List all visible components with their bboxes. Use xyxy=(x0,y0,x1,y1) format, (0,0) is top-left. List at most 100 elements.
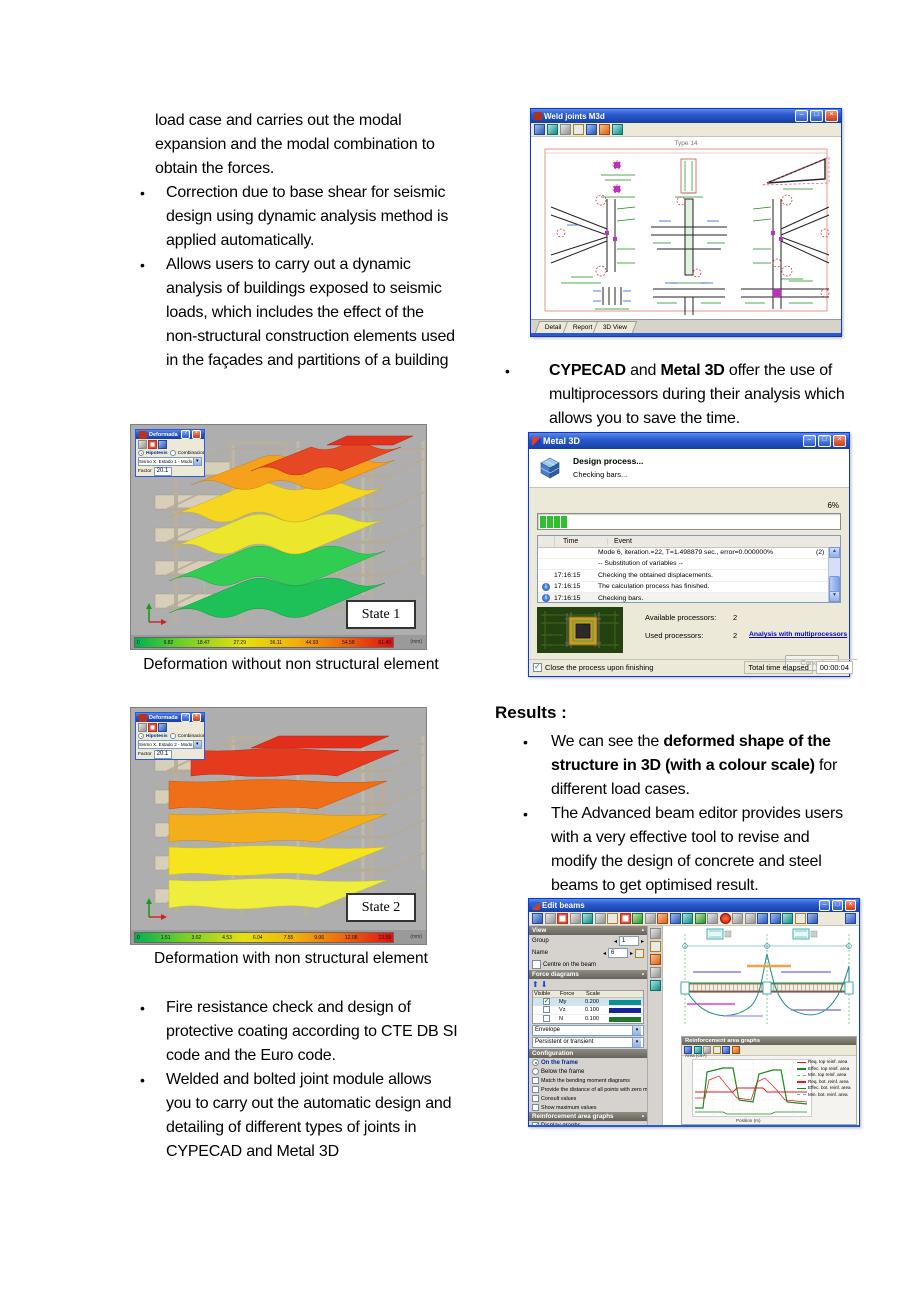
hipotesis-radio[interactable] xyxy=(138,450,144,456)
grid-icon[interactable] xyxy=(649,980,661,991)
factor-input[interactable]: 20.1 xyxy=(153,750,172,759)
column-header-event[interactable]: Event xyxy=(614,538,632,545)
cad-canvas[interactable]: Type 14 xyxy=(531,137,841,319)
maximize-button[interactable]: □ xyxy=(818,435,831,447)
section-icon[interactable] xyxy=(582,913,593,924)
edit-icon[interactable] xyxy=(573,124,584,135)
delete-icon[interactable] xyxy=(557,913,568,924)
tool-icon[interactable] xyxy=(138,440,147,449)
scrollbar[interactable]: ▲ ▼ xyxy=(828,547,840,602)
consult-values-checkbox[interactable] xyxy=(532,1095,539,1102)
brush-icon[interactable] xyxy=(649,941,661,952)
event-row[interactable]: -- Substitution of variables -- xyxy=(538,559,829,570)
minimize-button[interactable]: – xyxy=(803,435,816,447)
scroll-thumb[interactable] xyxy=(829,576,840,592)
force-row-my[interactable]: My 0.200 xyxy=(533,996,643,1006)
close-button[interactable]: × xyxy=(825,110,838,122)
export-icon[interactable] xyxy=(731,1046,740,1054)
maximize-button[interactable]: □ xyxy=(832,900,843,911)
close-button[interactable]: × xyxy=(833,435,846,447)
tool-icon[interactable] xyxy=(148,723,157,732)
case-dropdown[interactable]: Sismo X. Estado 2 - Modo 1▾ xyxy=(138,740,202,749)
redo-arrow-icon[interactable] xyxy=(744,913,756,924)
tool-icon[interactable] xyxy=(158,723,167,732)
bars-icon[interactable] xyxy=(632,913,643,924)
prev-name-icon[interactable]: ◂ xyxy=(602,950,606,957)
next-name-icon[interactable]: ▸ xyxy=(629,950,633,957)
copy-icon[interactable] xyxy=(594,913,606,924)
check-icon[interactable] xyxy=(694,913,706,924)
report-icon[interactable] xyxy=(707,913,718,924)
print-icon[interactable] xyxy=(722,1046,730,1054)
event-row[interactable]: Mode 6, iteration.=22, T=1.498879 sec., … xyxy=(538,547,829,559)
multiprocessors-link[interactable]: Analysis with multiprocessors xyxy=(749,631,848,638)
help-button[interactable]: ? xyxy=(181,430,190,439)
undo-arrow-icon[interactable] xyxy=(732,913,743,924)
name-spinner[interactable]: 6 xyxy=(607,948,628,958)
on-frame-radio[interactable] xyxy=(532,1059,539,1066)
next-group-icon[interactable]: ▸ xyxy=(640,938,644,945)
measure-icon[interactable] xyxy=(794,913,806,924)
centre-checkbox[interactable] xyxy=(532,960,541,969)
zoom-window-icon[interactable] xyxy=(782,913,793,924)
redraw-icon[interactable] xyxy=(807,913,818,924)
column-header-time[interactable]: Time xyxy=(555,538,608,545)
layers-icon[interactable] xyxy=(612,124,623,135)
close-button[interactable]: × xyxy=(192,430,201,439)
zoom-all-icon[interactable] xyxy=(534,124,545,135)
undo-icon[interactable] xyxy=(544,913,556,924)
combinaciones-radio[interactable] xyxy=(169,450,176,456)
table-icon[interactable] xyxy=(569,913,581,924)
zoom-out-icon[interactable] xyxy=(769,913,781,924)
stirrups-icon[interactable] xyxy=(644,913,656,924)
minimize-button[interactable]: – xyxy=(819,900,830,911)
refresh-icon[interactable] xyxy=(599,124,610,135)
close-button[interactable]: × xyxy=(192,713,201,722)
envelope-dropdown[interactable]: Envelope▾ xyxy=(532,1025,644,1036)
help-button[interactable]: ? xyxy=(181,713,190,722)
close-button[interactable]: × xyxy=(845,900,856,911)
prev-group-icon[interactable]: ◂ xyxy=(613,938,617,945)
tab-3d-view[interactable]: 3D View xyxy=(592,321,638,333)
minimize-button[interactable]: – xyxy=(795,110,808,122)
zoom-all-icon[interactable] xyxy=(684,1046,692,1054)
move-up-icon[interactable]: ⬆ xyxy=(532,980,539,989)
tool-icon[interactable] xyxy=(148,440,157,449)
force-row-n[interactable]: N 0.100 xyxy=(533,1014,643,1023)
search-icon[interactable] xyxy=(586,124,597,135)
reinforcement-icon[interactable] xyxy=(619,913,631,924)
match-diagrams-checkbox[interactable] xyxy=(532,1077,539,1084)
group-spinner[interactable]: 1 xyxy=(618,936,639,946)
event-row[interactable]: 17:16:15 Checking the obtained displacem… xyxy=(538,570,829,582)
diagram-icon[interactable] xyxy=(669,913,681,924)
zoom-window-icon[interactable] xyxy=(693,1046,702,1054)
hipotesis-radio[interactable] xyxy=(138,733,144,739)
pan-icon[interactable] xyxy=(547,124,558,135)
frame-icon[interactable] xyxy=(649,954,661,965)
max-values-checkbox[interactable] xyxy=(532,1104,539,1111)
tool-icon[interactable] xyxy=(158,440,167,449)
layers-icon[interactable] xyxy=(649,967,661,978)
pan-icon[interactable] xyxy=(703,1046,711,1054)
event-row-selected[interactable]: i 17:16:15 Checking bars. xyxy=(538,593,829,602)
envelope-icon[interactable] xyxy=(682,913,693,924)
close-on-finish-checkbox[interactable] xyxy=(533,662,542,672)
collapse-icon[interactable]: ▪ xyxy=(641,971,644,978)
case-dropdown[interactable]: Sismo X. Estado 1 - Modo 1▾ xyxy=(138,457,202,466)
tool-icon[interactable] xyxy=(138,723,147,732)
move-down-icon[interactable]: ⬇ xyxy=(540,980,548,989)
error-icon[interactable] xyxy=(719,913,731,924)
splice-icon[interactable] xyxy=(657,913,668,924)
event-row[interactable]: i 17:16:15 The calculation process has f… xyxy=(538,582,829,593)
assign-icon[interactable] xyxy=(607,913,618,924)
highlight-icon[interactable] xyxy=(635,948,644,958)
combinaciones-radio[interactable] xyxy=(169,733,176,739)
collapse-icon[interactable]: ▪ xyxy=(641,927,644,934)
scroll-down-icon[interactable]: ▼ xyxy=(829,591,840,602)
print-icon[interactable] xyxy=(560,124,571,135)
save-icon[interactable] xyxy=(532,913,543,924)
display-graphs-checkbox[interactable] xyxy=(532,1121,540,1125)
beam-canvas[interactable]: Reinforcement area graphs Area (cm²) xyxy=(663,926,859,1125)
zoom-in-icon[interactable] xyxy=(757,913,768,924)
below-frame-radio[interactable] xyxy=(532,1068,539,1075)
